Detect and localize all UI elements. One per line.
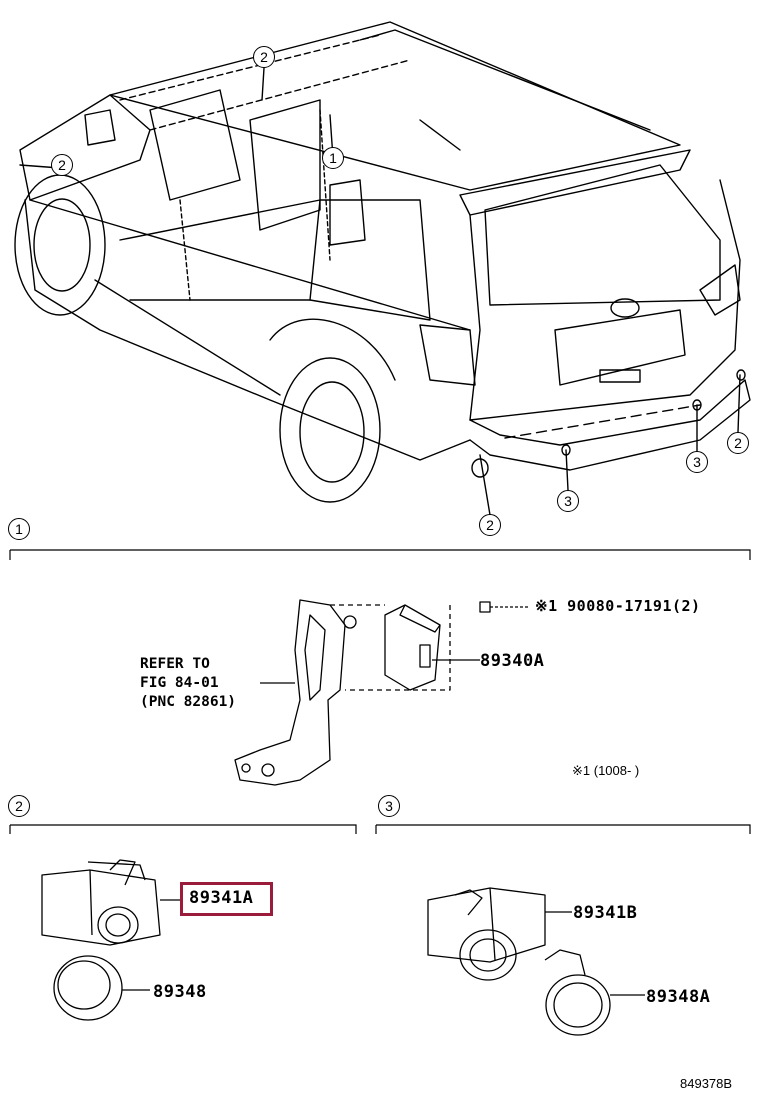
callout-2: 2 bbox=[253, 46, 275, 68]
sensor-label-89341a: 89341A bbox=[189, 888, 254, 908]
callout-3: 3 bbox=[557, 490, 579, 512]
refer-line-2: FIG 84-01 bbox=[140, 675, 219, 691]
callout-1: 1 bbox=[322, 147, 344, 169]
callout-3: 3 bbox=[686, 451, 708, 473]
bolt-label: ※1 90080-17191(2) bbox=[535, 597, 701, 615]
footnote: ※1 (1008- ) bbox=[572, 763, 640, 778]
highlight-box bbox=[180, 882, 273, 916]
module-label: 89340A bbox=[480, 651, 545, 671]
sensor-label-89341b: 89341B bbox=[573, 903, 638, 923]
callout-2: 2 bbox=[51, 154, 73, 176]
callout-2: 2 bbox=[479, 514, 501, 536]
refer-line-1: REFER TO bbox=[140, 656, 210, 672]
retainer-label-89348: 89348 bbox=[153, 982, 207, 1002]
figure-id: 849378B bbox=[680, 1076, 733, 1091]
section-3-number: 3 bbox=[378, 795, 400, 817]
refer-note: REFER TO FIG 84-01 (PNC 82861) bbox=[140, 655, 236, 712]
section-1-number: 1 bbox=[8, 518, 30, 540]
section-2-number: 2 bbox=[8, 795, 30, 817]
retainer-label-89348a: 89348A bbox=[646, 987, 711, 1007]
callout-2: 2 bbox=[727, 432, 749, 454]
refer-line-3: (PNC 82861) bbox=[140, 694, 237, 710]
